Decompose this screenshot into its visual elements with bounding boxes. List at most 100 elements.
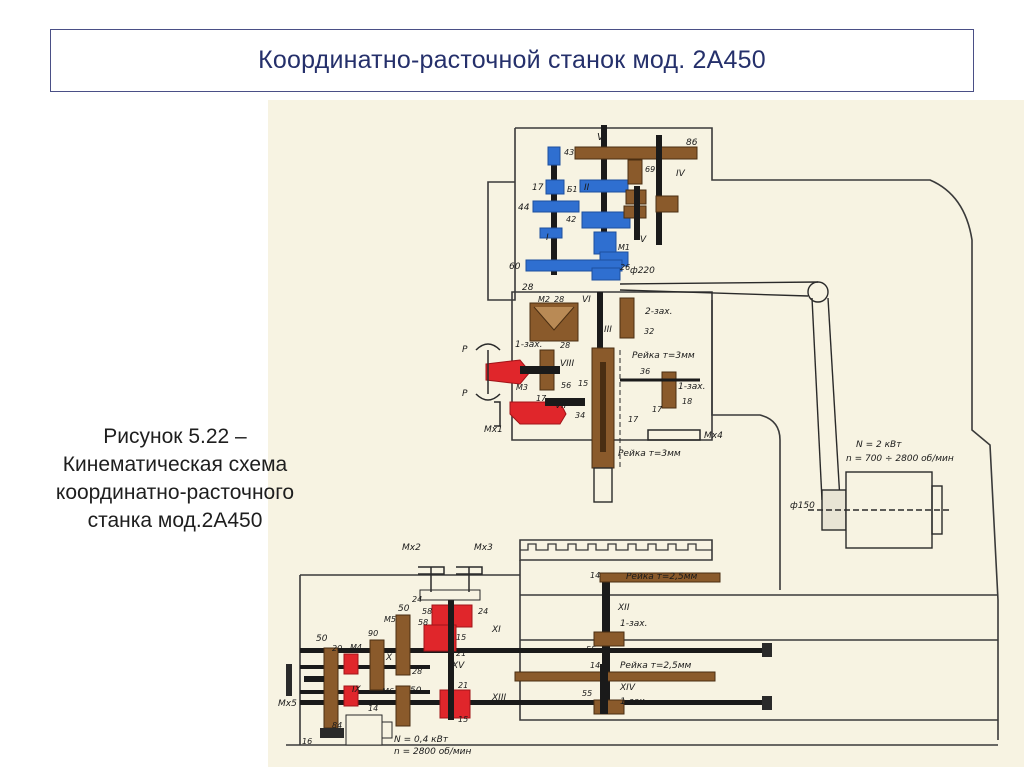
label-mx4: Мх4 xyxy=(704,431,723,441)
gear-14-b: 14 xyxy=(590,571,600,580)
page-title: Координатно-расточной станок мод. 2А450 xyxy=(258,46,766,74)
shaft-label-xi: XI xyxy=(491,625,501,635)
motor-main-power: N = 2 кВт xyxy=(856,440,902,450)
gear-16: 16 xyxy=(302,737,312,746)
gear-50-a: 50 xyxy=(316,634,328,644)
gear-21-b: 21 xyxy=(458,681,468,690)
label-p-top: P xyxy=(462,345,468,355)
main-motor xyxy=(808,471,950,549)
shaft-label-xiv: XIV xyxy=(619,683,636,693)
label-one-start-d: 1-зах. xyxy=(620,697,647,707)
caption-line-4: станка мод.2А450 xyxy=(87,508,263,532)
gear-42: 42 xyxy=(566,215,576,224)
label-one-start-a: 1-зах. xyxy=(515,340,542,350)
label-rack-3mm-b: Рейка т=3мм xyxy=(618,449,681,459)
shaft-label-v: V xyxy=(640,235,647,245)
label-mx3: Мх3 xyxy=(474,543,493,553)
shaft-label-xii: XII xyxy=(617,603,630,613)
shaft-label-ix: IX xyxy=(352,685,362,695)
gear-32: 32 xyxy=(644,327,654,336)
label-one-start-b: 1-зах. xyxy=(678,382,705,392)
label-p-bottom: P xyxy=(462,389,468,399)
caption-line-1: Рисунок 5.22 – xyxy=(103,425,247,448)
motor-feed-rpm: n = 2800 об/мин xyxy=(394,747,471,757)
belt-drive xyxy=(619,281,841,501)
handwheels xyxy=(475,343,701,441)
speed-gearbox xyxy=(525,125,631,281)
spindle-gear-train xyxy=(574,135,698,245)
gear-58-b: 58 xyxy=(418,618,428,627)
scan-left-strip xyxy=(268,560,298,767)
gear-44: 44 xyxy=(518,203,530,213)
gear-36: 36 xyxy=(640,367,650,376)
shaft-label-iv: IV xyxy=(676,169,686,179)
gear-14-a: 14 xyxy=(368,704,378,713)
gear-21-a: 21 xyxy=(456,649,466,658)
title-frame: Координатно-расточной станок мод. 2А450 xyxy=(50,29,974,92)
gear-55-a: 55 xyxy=(586,645,596,654)
shaft-label-i: I xyxy=(546,233,549,243)
label-one-start-c: 1-зах. xyxy=(620,619,647,629)
gear-84: 84 xyxy=(332,721,342,730)
gear-34: 34 xyxy=(575,411,585,420)
gear-m5: M5 xyxy=(384,615,396,624)
belt-pulley-idler xyxy=(807,281,829,303)
label-mx2: Мх2 xyxy=(402,543,421,553)
gear-28-c: 28 xyxy=(560,341,570,350)
shaft-label-x: X xyxy=(385,653,393,663)
label-mx1: Мх1 xyxy=(484,425,503,435)
gear-50-c: 50 xyxy=(410,686,422,696)
shaft-label-xv: XV xyxy=(451,661,465,671)
gear-20: 20 xyxy=(332,644,342,653)
caption-line-3: координатно-расточного xyxy=(55,480,295,504)
shaft-label-xiii: XIII xyxy=(491,693,506,703)
gear-43: 43 xyxy=(564,148,574,157)
motor-feed-power: N = 0,4 кВт xyxy=(394,735,449,745)
shaft-label-vi: VI xyxy=(582,295,591,305)
gear-18: 18 xyxy=(682,397,692,406)
pulley-phi150: ф150 xyxy=(790,501,815,511)
feed-controls-red xyxy=(485,359,585,425)
gear-14-c: 14 xyxy=(590,661,600,670)
shaft-label-iii: III xyxy=(604,325,612,335)
gear-17-b: 17 xyxy=(536,394,547,403)
gear-69: 69 xyxy=(645,165,655,174)
gear-24-b: 24 xyxy=(478,607,488,616)
gear-m6: M6 xyxy=(382,687,394,696)
gear-m2: M2 xyxy=(538,295,550,304)
shaft-ii-bar xyxy=(601,125,607,275)
gear-m1: M1 xyxy=(618,243,630,252)
gear-28-a: 28 xyxy=(522,283,534,293)
pulley-phi220: ф220 xyxy=(630,266,655,276)
motor-main-rpm: n = 700 ÷ 2800 об/мин xyxy=(846,454,954,464)
gear-58-a: 58 xyxy=(422,607,432,616)
gear-17-d: 17 xyxy=(628,415,639,424)
gear-28-d: 28 xyxy=(412,667,422,676)
shaft-label-vi-top: VI xyxy=(597,132,607,143)
lower-feed-mechanism xyxy=(286,572,772,746)
gear-15-c: 15 xyxy=(458,715,468,724)
label-rack-3mm-a: Рейка т=3мм xyxy=(632,351,695,361)
gear-28-b: 28 xyxy=(554,295,564,304)
feed-box xyxy=(529,292,700,503)
gear-17: 17 xyxy=(532,183,544,193)
gear-55-b: 55 xyxy=(582,689,592,698)
shaft-label-vii: VII xyxy=(555,401,567,411)
gear-m4: M4 xyxy=(350,643,362,652)
label-mx5: Мх5 xyxy=(278,699,297,709)
lower-handwheels xyxy=(418,566,483,592)
label-rack-25-a: Рейка т=2,5мм xyxy=(626,572,698,582)
caption-line-2: Кинематическая схема xyxy=(62,452,288,476)
gear-m3: M3 xyxy=(516,383,528,392)
gear-26: 26 xyxy=(620,263,630,272)
gear-90: 90 xyxy=(368,629,378,638)
gear-15-b: 15 xyxy=(456,633,466,642)
gear-17-c: 17 xyxy=(652,405,663,414)
gear-60: 60 xyxy=(509,262,521,272)
shaft-label-viii: VIII xyxy=(560,359,574,369)
gear-24-a: 24 xyxy=(412,595,422,604)
gear-15: 15 xyxy=(578,379,588,388)
gear-50-b: 50 xyxy=(398,604,410,614)
label-two-start: 2-зах. xyxy=(645,307,672,317)
